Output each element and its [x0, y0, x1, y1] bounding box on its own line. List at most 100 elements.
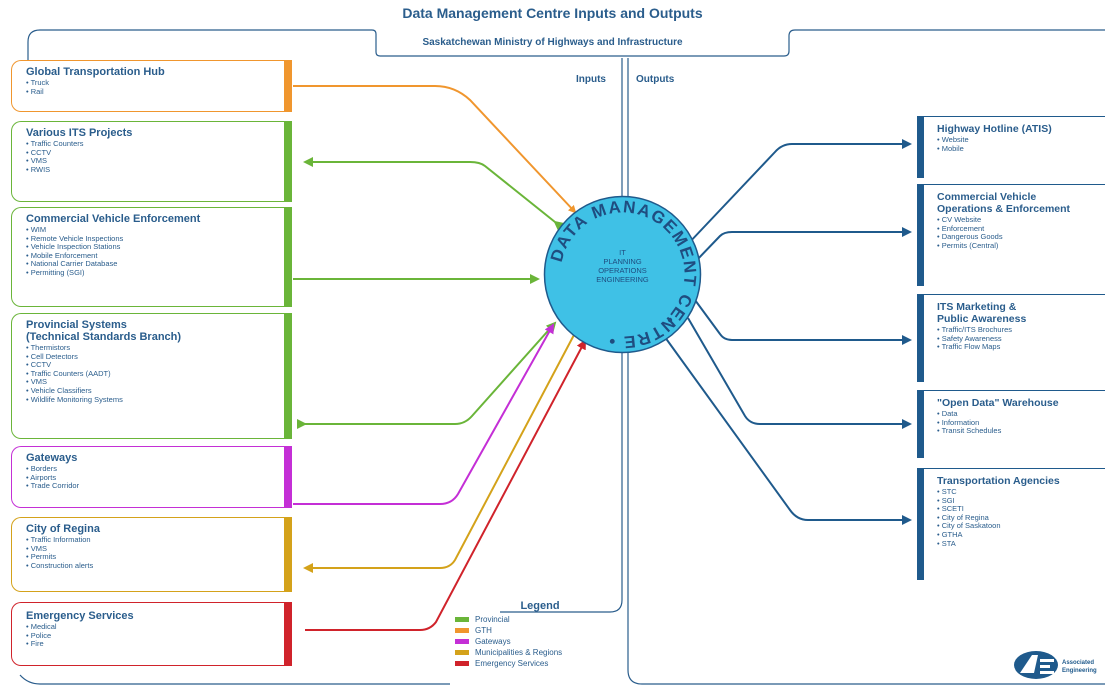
- centre-inner-line: IT: [619, 248, 626, 257]
- output-item: SGI: [937, 496, 1105, 506]
- output-item: City of Saskatoon: [937, 522, 1105, 531]
- arrow-gth: [293, 85, 577, 214]
- output-item: SCETI: [937, 505, 1105, 514]
- input-item: Mobile Enforcement: [26, 251, 292, 261]
- input-title: Gateways: [26, 452, 78, 464]
- output-title-line2: Public Awareness: [937, 313, 1027, 325]
- input-title-line2: (Technical Standards Branch): [26, 331, 182, 343]
- input-item: CCTV: [26, 361, 292, 370]
- category-bar-municipal: [284, 517, 292, 592]
- logo-line2: Engineering: [1062, 668, 1097, 674]
- input-item: Borders: [26, 464, 292, 474]
- input-item: Trade Corridor: [26, 482, 292, 491]
- input-title: City of Regina: [26, 523, 100, 535]
- legend-label: GTH: [475, 626, 492, 635]
- output-bar: [917, 468, 924, 580]
- output-item: Website: [937, 135, 1105, 145]
- input-box-its-projects: Various ITS Projects Traffic Counters CC…: [11, 121, 292, 202]
- legend-title: Legend: [520, 600, 560, 612]
- input-box-gateways: Gateways Borders Airports Trade Corridor: [11, 446, 292, 508]
- input-item: Fire: [26, 640, 292, 649]
- output-item: STA: [937, 539, 1105, 549]
- legend-entry: Provincial: [455, 614, 625, 625]
- category-bar-provincial: [284, 207, 292, 307]
- input-box-provincial: Provincial Systems (Technical Standards …: [11, 313, 292, 439]
- input-box-cve: Commercial Vehicle Enforcement WIM Remot…: [11, 207, 292, 307]
- outputs-label: Outputs: [636, 74, 675, 85]
- output-item: Dangerous Goods: [937, 233, 1105, 242]
- diagram-title: Data Management Centre Inputs and Output…: [402, 5, 703, 21]
- output-item: Transit Schedules: [937, 427, 1105, 436]
- arrow-out-opendata: [687, 317, 912, 429]
- input-title: Emergency Services: [26, 610, 134, 622]
- arrow-out-cvoe: [694, 227, 912, 263]
- output-bar: [917, 390, 924, 458]
- legend-label: Provincial: [475, 615, 510, 624]
- output-title: ITS Marketing &: [937, 301, 1017, 313]
- category-bar-emergency: [284, 602, 292, 666]
- legend-label: Gateways: [475, 637, 511, 646]
- output-item: Permits (Central): [937, 241, 1105, 251]
- input-item: Cell Detectors: [26, 352, 292, 362]
- category-bar-provincial: [284, 121, 292, 202]
- output-item: Information: [937, 418, 1105, 428]
- arrow-out-hotline: [686, 139, 912, 246]
- input-item: National Carrier Database: [26, 260, 292, 269]
- output-item: Mobile: [937, 144, 1105, 154]
- input-item: Remote Vehicle Inspections: [26, 234, 292, 244]
- legend-swatch: [455, 617, 469, 622]
- input-title: Provincial Systems: [26, 319, 127, 331]
- output-box-cvoe: Commercial Vehicle Operations & Enforcem…: [917, 184, 1105, 286]
- arrow-its-projects: [303, 157, 565, 231]
- input-box-regina: City of Regina Traffic Information VMS P…: [11, 517, 292, 592]
- input-item: Rail: [26, 87, 292, 97]
- output-item: CV Website: [937, 215, 1105, 225]
- output-bar: [917, 184, 924, 286]
- arrow-out-its: [694, 299, 912, 345]
- centre-inner-line: OPERATIONS: [598, 266, 647, 275]
- arrow-regina: [303, 323, 584, 573]
- input-item: CCTV: [26, 148, 292, 158]
- legend-label: Municipalities & Regions: [475, 648, 563, 657]
- output-title-line2: Operations & Enforcement: [937, 203, 1071, 215]
- output-item: Data: [937, 409, 1105, 419]
- legend-swatch: [455, 661, 469, 666]
- diagram-subtitle: Saskatchewan Ministry of Highways and In…: [422, 37, 683, 48]
- logo-line1: Associated: [1062, 660, 1094, 666]
- legend-label: Emergency Services: [475, 659, 549, 668]
- input-box-emergency: Emergency Services Medical Police Fire: [11, 602, 292, 666]
- arrow-emergency: [305, 339, 586, 631]
- category-bar-gateways: [284, 446, 292, 508]
- arrow-out-agencies: [661, 332, 912, 525]
- input-item: Traffic Counters: [26, 139, 292, 149]
- centre-inner-line: PLANNING: [603, 257, 642, 266]
- input-item: VMS: [26, 378, 292, 387]
- output-item: Traffic Flow Maps: [937, 343, 1105, 352]
- input-title: Commercial Vehicle Enforcement: [26, 213, 201, 225]
- output-item: City of Regina: [937, 513, 1105, 523]
- input-item: Truck: [26, 78, 292, 88]
- input-item: VMS: [26, 544, 292, 554]
- output-title: Highway Hotline (ATIS): [937, 123, 1052, 135]
- input-item: VMS: [26, 157, 292, 166]
- input-item: Police: [26, 631, 292, 641]
- output-box-open-data: "Open Data" Warehouse Data Information T…: [917, 390, 1105, 458]
- input-item: WIM: [26, 225, 292, 235]
- output-item: Traffic/ITS Brochures: [937, 325, 1105, 335]
- legend: Legend Provincial GTH Gateways Municipal…: [455, 600, 625, 669]
- centre-inner-line: ENGINEERING: [596, 275, 649, 284]
- legend-entry: Emergency Services: [455, 658, 625, 669]
- input-item: Medical: [26, 622, 292, 632]
- input-item: Traffic Counters (AADT): [26, 369, 292, 379]
- legend-entry: Municipalities & Regions: [455, 647, 625, 658]
- legend-swatch: [455, 650, 469, 655]
- input-item: Wildlife Monitoring Systems: [26, 395, 292, 405]
- category-bar-provincial: [284, 313, 292, 439]
- input-item: Permitting (SGI): [26, 268, 292, 278]
- arrow-gateways: [293, 323, 554, 505]
- output-title: Commercial Vehicle: [937, 191, 1037, 203]
- arrow-provincial: [297, 321, 557, 429]
- data-management-centre: DATA MANAGEMENT CENTRE • IT PLANNING OPE…: [543, 195, 702, 354]
